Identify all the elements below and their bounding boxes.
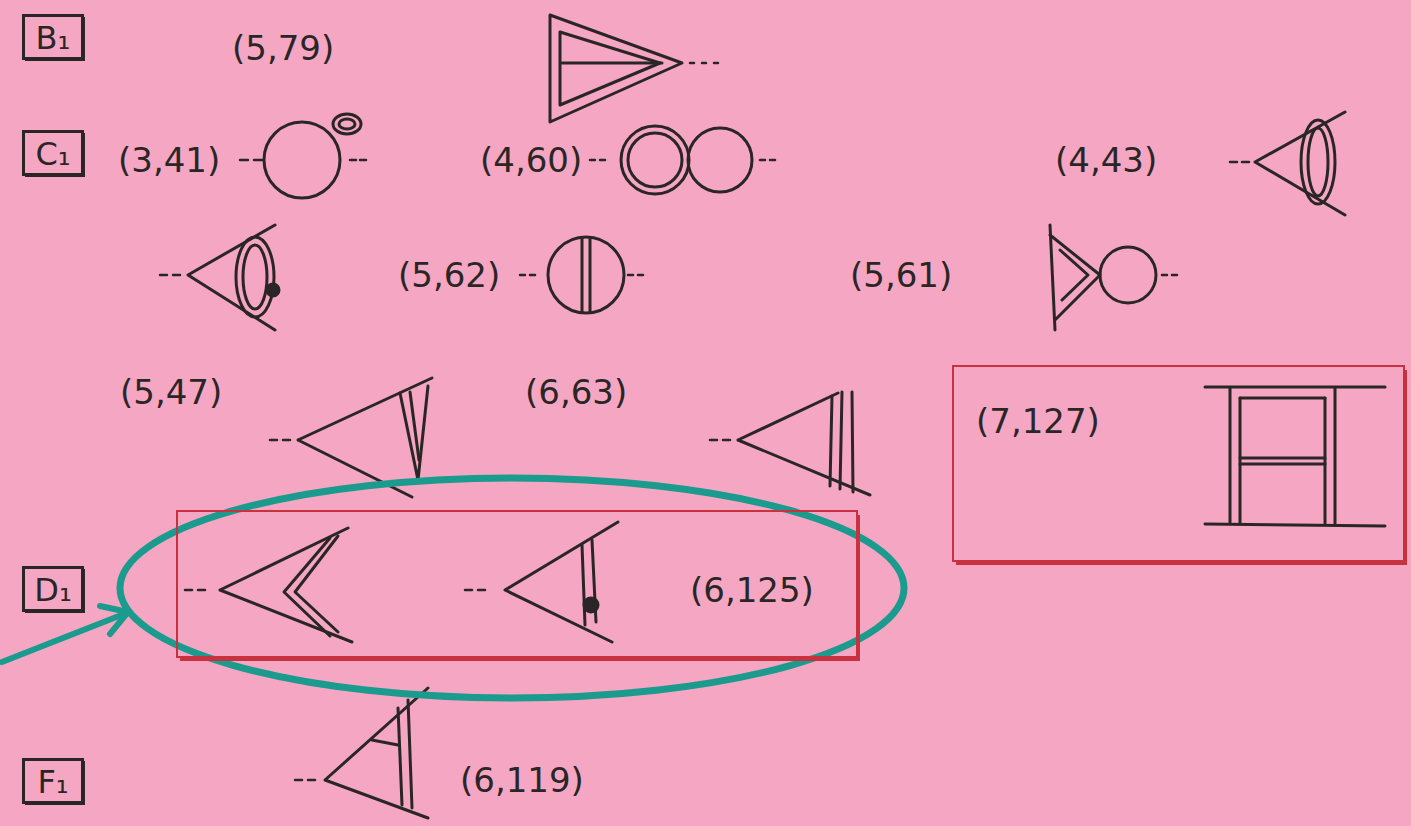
diagram-count: (4,43) <box>1055 140 1157 180</box>
diagram-count: (6,63) <box>525 372 627 412</box>
zigzag-vertex-diagram <box>185 528 352 642</box>
diagram-count: (3,41) <box>118 140 220 180</box>
section-tag: B₁ <box>22 14 84 60</box>
vertex-ladder-diagram <box>710 392 870 495</box>
vertex-branch-diagram <box>295 688 428 818</box>
section-label: B₁ <box>25 19 81 57</box>
section-label: D₁ <box>25 571 81 609</box>
section-label: C₁ <box>25 135 81 173</box>
diagram-count: (6,125) <box>690 570 814 610</box>
diagram-count: (4,60) <box>480 140 582 180</box>
section-tag: C₁ <box>22 130 84 176</box>
triangle-diagram <box>550 15 718 122</box>
section-tag: F₁ <box>22 758 84 804</box>
vertex-loop-diagram <box>1230 112 1345 215</box>
highlight-box: (6,125) <box>176 510 858 658</box>
diagram-count: (5,62) <box>398 255 500 295</box>
sunset-diagram <box>520 237 643 313</box>
double-bubble-diagram <box>590 126 775 194</box>
loop-diagram <box>240 114 366 198</box>
triangle-bubble-diagram <box>1050 225 1177 330</box>
diagram-count: (7,127) <box>976 401 1100 441</box>
vertex-loop-diagram <box>160 225 279 330</box>
section-tag: D₁ <box>22 566 84 612</box>
diagram-count: (5,47) <box>120 372 222 412</box>
highlight-ellipse <box>2 478 904 698</box>
diagram-count: (5,61) <box>850 255 952 295</box>
highlight-box: (7,127) <box>952 365 1405 562</box>
diagram-count: (5,79) <box>232 28 334 68</box>
box-ladder-diagram <box>1205 387 1385 526</box>
vertex-dot-diagram <box>465 522 618 642</box>
diagram-count: (6,119) <box>460 760 584 800</box>
section-label: F₁ <box>25 763 81 801</box>
